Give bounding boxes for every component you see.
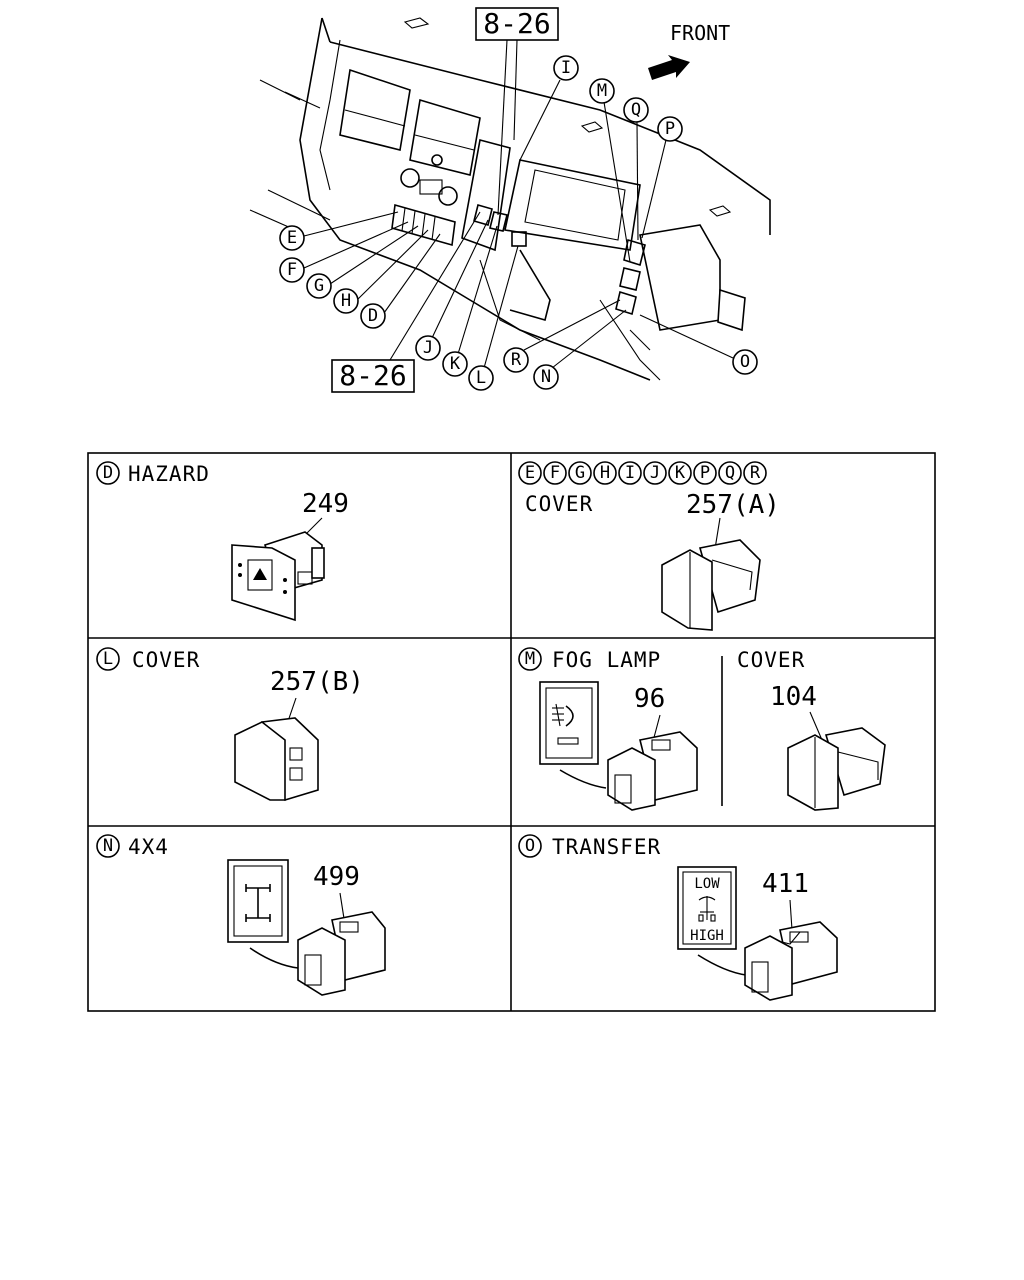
- svg-text:R: R: [511, 350, 522, 370]
- panel-title: FOG LAMP: [552, 648, 661, 672]
- svg-text:K: K: [450, 354, 461, 374]
- panel-letter: L: [103, 649, 113, 669]
- panel-letter: M: [525, 649, 535, 669]
- cover-b-icon: [234, 717, 319, 801]
- panel-letter: N: [103, 836, 113, 856]
- panel-letters: E F G H I J K P Q R: [518, 461, 767, 485]
- svg-text:J: J: [650, 463, 660, 483]
- svg-text:R: R: [750, 463, 761, 483]
- svg-text:G: G: [575, 463, 585, 483]
- part-number: 257(B): [270, 667, 364, 697]
- svg-text:Q: Q: [631, 100, 641, 120]
- svg-text:O: O: [740, 352, 750, 372]
- svg-text:K: K: [675, 463, 686, 483]
- part-number: 96: [634, 684, 665, 714]
- callout-J: J: [415, 335, 441, 361]
- 4x4-axle-icon: [245, 884, 271, 922]
- part-number: 411: [762, 869, 809, 899]
- callout-R: R: [503, 347, 529, 373]
- svg-text:P: P: [700, 463, 710, 483]
- svg-text:H: H: [341, 291, 351, 311]
- panel-letter: O: [525, 836, 535, 856]
- panel-cover-b: L COVER 257(B): [96, 647, 364, 801]
- cover-a-icon: [661, 539, 761, 631]
- svg-text:G: G: [314, 276, 324, 296]
- parts-table: [87, 452, 936, 1012]
- ref-box-top: [475, 7, 559, 41]
- panel-title: TRANSFER: [552, 835, 661, 859]
- front-arrow-icon: [648, 55, 690, 80]
- fog-lamp-icon: [552, 703, 579, 745]
- callout-I: I: [553, 55, 579, 81]
- badge-top-text: LOW: [694, 876, 720, 892]
- transfer-badge: [677, 866, 737, 950]
- svg-text:L: L: [476, 368, 486, 388]
- svg-text:M: M: [597, 81, 607, 101]
- badge-bottom-text: HIGH: [690, 928, 724, 944]
- svg-text:P: P: [665, 119, 675, 139]
- svg-text:F: F: [287, 260, 297, 280]
- callout-D: D: [360, 303, 386, 329]
- callout-N: N: [533, 364, 559, 390]
- callout-G: G: [306, 273, 332, 299]
- callout-K: K: [442, 351, 468, 377]
- panel-title: COVER: [132, 648, 200, 672]
- panel-transfer: O TRANSFER LOW HIGH 411: [518, 834, 838, 1001]
- panel-subtitle: COVER: [737, 648, 805, 672]
- 4x4-switch-icon: [297, 911, 386, 996]
- svg-text:N: N: [541, 367, 551, 387]
- ref-box-bottom: [331, 359, 415, 393]
- panel-title: 4X4: [128, 835, 169, 859]
- svg-text:F: F: [550, 463, 560, 483]
- panel-hazard: D HAZARD 249: [96, 461, 349, 622]
- callout-F: F: [279, 257, 305, 283]
- callout-P: P: [657, 116, 683, 142]
- front-label: FRONT: [670, 21, 730, 45]
- part-number: 499: [313, 862, 360, 892]
- callout-E: E: [279, 225, 305, 251]
- fog-lamp-switch-icon: [607, 731, 698, 811]
- callout-H: H: [333, 288, 359, 314]
- ref-label-top: 8-26: [483, 7, 550, 40]
- panel-title: HAZARD: [128, 462, 210, 486]
- panel-letter: D: [103, 463, 113, 483]
- leader-lines: [303, 39, 734, 369]
- callout-O: O: [732, 349, 758, 375]
- panel-fog-lamp: M FOG LAMP 96 COVER 104: [518, 647, 886, 811]
- svg-text:J: J: [423, 338, 433, 358]
- svg-text:E: E: [287, 228, 297, 248]
- fog-lamp-badge: [539, 681, 599, 765]
- part-number-cover: 104: [770, 682, 817, 712]
- svg-text:H: H: [600, 463, 610, 483]
- panel-4x4: N 4X4 499: [96, 834, 386, 996]
- panel-cover-a: E F G H I J K P Q R COVER 257(A): [518, 461, 780, 631]
- dashboard-overview: [249, 17, 771, 381]
- transfer-switch-icon: [744, 921, 838, 1001]
- transfer-gear-icon: [698, 896, 716, 922]
- svg-text:D: D: [368, 306, 378, 326]
- callout-M: M: [589, 78, 615, 104]
- callout-L: L: [468, 365, 494, 391]
- part-number: 257(A): [686, 490, 780, 520]
- svg-text:E: E: [525, 463, 535, 483]
- 4x4-badge: [227, 859, 289, 943]
- svg-text:Q: Q: [725, 463, 735, 483]
- callout-Q: Q: [623, 97, 649, 123]
- ref-label-bottom: 8-26: [339, 359, 406, 392]
- panel-title: COVER: [525, 492, 593, 516]
- hazard-switch-icon: [231, 531, 325, 622]
- cover-c-icon: [787, 727, 886, 811]
- svg-text:I: I: [561, 58, 571, 78]
- part-number: 249: [302, 489, 349, 519]
- svg-text:I: I: [625, 463, 635, 483]
